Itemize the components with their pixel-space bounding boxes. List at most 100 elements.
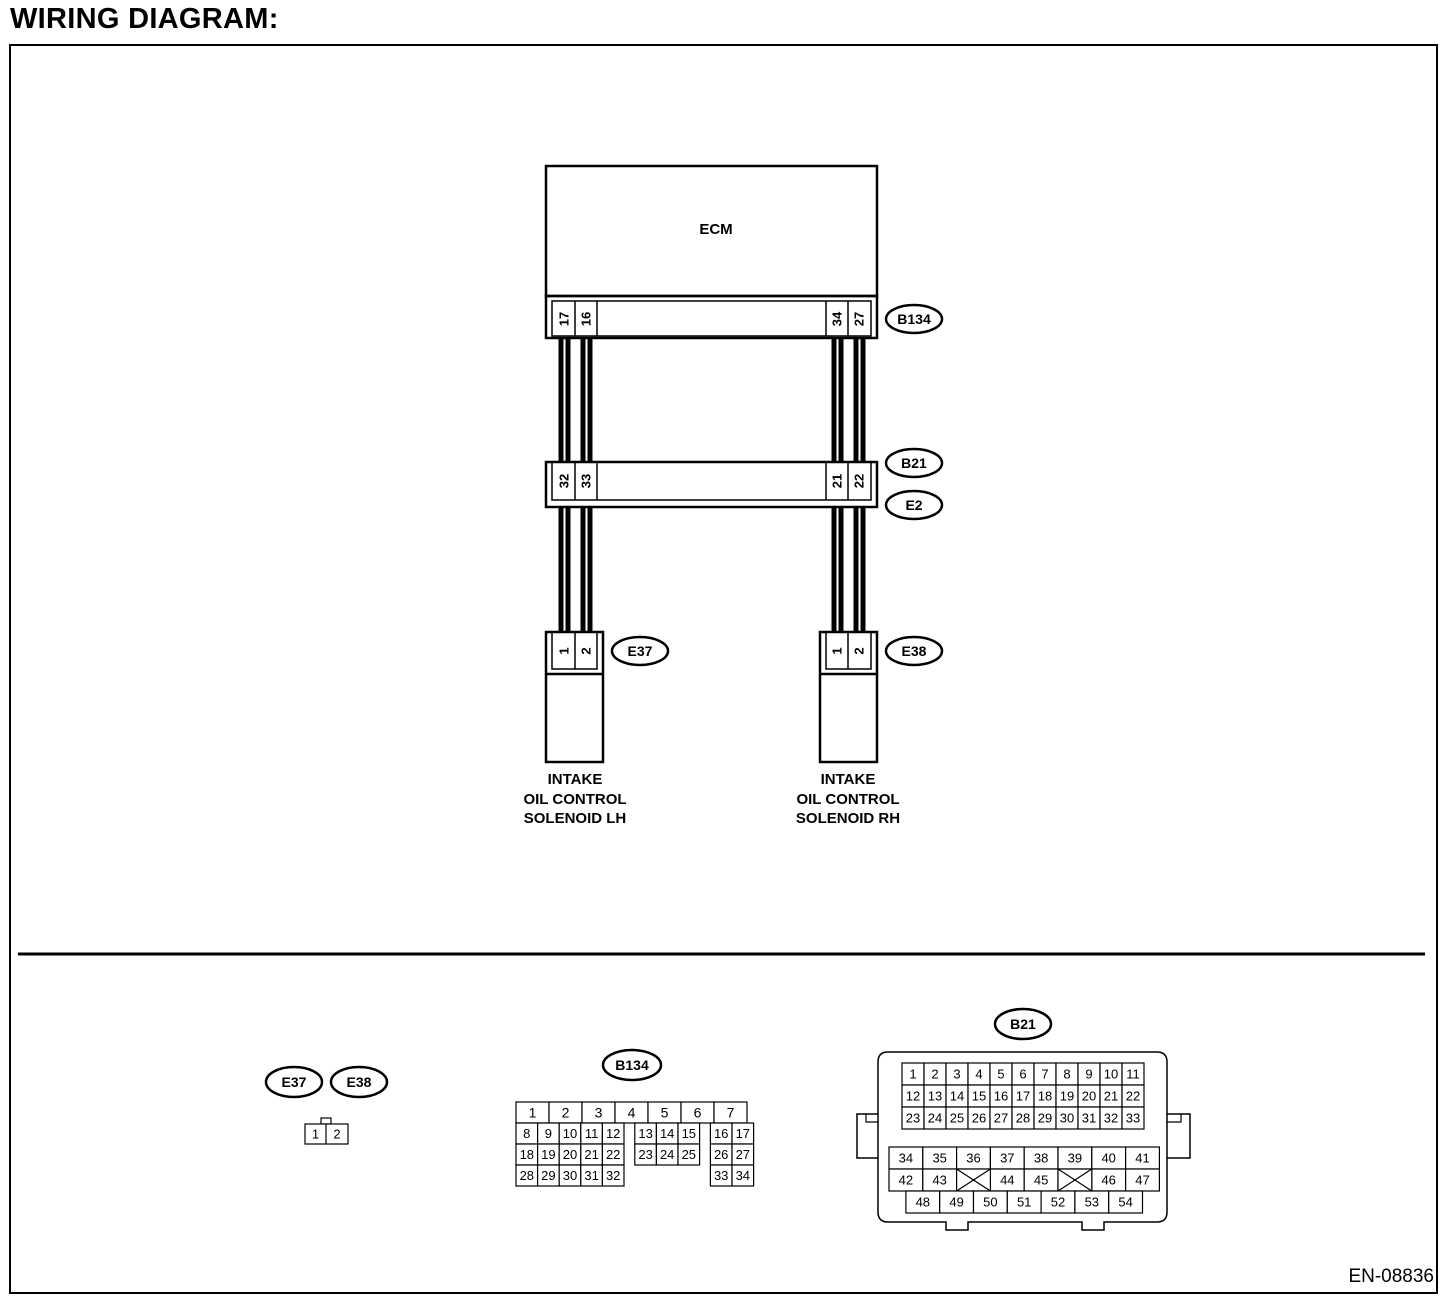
pin-number: 31 [584, 1168, 598, 1183]
solenoid-lh-label: SOLENOID LH [524, 810, 627, 827]
pin-number: 16 [994, 1089, 1008, 1104]
document-code: EN-08836 [1348, 1266, 1434, 1287]
solenoid-lh-pin: 2 [579, 647, 594, 654]
connector-tag-e38-view: E38 [329, 1065, 389, 1099]
pin-cell [1121, 1106, 1145, 1130]
pin-number: 1 [529, 1105, 537, 1121]
pin-number: 21 [584, 1147, 598, 1162]
pin-number: 25 [950, 1111, 964, 1126]
pin-number: 46 [1101, 1173, 1115, 1188]
pin-number: 10 [1104, 1067, 1118, 1082]
pin-number: 19 [1060, 1089, 1074, 1104]
pin-number: 17 [736, 1126, 750, 1141]
ecm-pin: 27 [852, 312, 867, 326]
pin-number: 3 [953, 1067, 960, 1082]
svg-text:E37: E37 [628, 643, 653, 659]
svg-text:E38: E38 [902, 643, 927, 659]
pin-number: 17 [1016, 1089, 1030, 1104]
svg-text:E38: E38 [347, 1074, 372, 1090]
pin-number: 22 [606, 1147, 620, 1162]
pin-number: 2 [562, 1105, 570, 1121]
pin-number: 30 [1060, 1111, 1074, 1126]
unused-pin-mark [956, 1168, 991, 1192]
connector-tag-e38: E38 [884, 635, 944, 667]
pin-number: 8 [1063, 1067, 1070, 1082]
pin-number: 9 [545, 1126, 552, 1141]
pin-cell [1108, 1190, 1144, 1214]
pin-number: 27 [736, 1147, 750, 1162]
solenoid-rh-pin: 1 [830, 647, 845, 654]
pin-number: 24 [660, 1147, 674, 1162]
pin-number: 52 [1051, 1195, 1065, 1210]
pin-number: 2 [931, 1067, 938, 1082]
pin-number: 29 [541, 1168, 555, 1183]
pin-number: 16 [714, 1126, 728, 1141]
solenoid-lh-pin: 1 [557, 647, 572, 654]
e37-e38-view-pin: 1 [312, 1127, 319, 1142]
pin-number: 9 [1085, 1067, 1092, 1082]
solenoid-lh-label: INTAKE [548, 771, 603, 788]
joint-pin: 33 [579, 474, 594, 488]
pin-number: 13 [928, 1089, 942, 1104]
pin-number: 4 [975, 1067, 982, 1082]
pin-number: 29 [1038, 1111, 1052, 1126]
pin-number: 26 [972, 1111, 986, 1126]
pin-number: 39 [1068, 1151, 1082, 1166]
ecm-unit: ECM [544, 164, 879, 298]
pin-number: 26 [714, 1147, 728, 1162]
pin-number: 14 [950, 1089, 964, 1104]
e37-e38-view-pin: 2 [333, 1127, 340, 1142]
pin-number: 25 [682, 1147, 696, 1162]
pin-number: 3 [595, 1105, 603, 1121]
connector-tag-e37: E37 [610, 635, 670, 667]
pin-number: 6 [694, 1105, 702, 1121]
pin-number: 12 [606, 1126, 620, 1141]
pin-number: 32 [606, 1168, 620, 1183]
pin-cell [677, 1143, 701, 1166]
pin-number: 53 [1085, 1195, 1099, 1210]
pin-number: 15 [972, 1089, 986, 1104]
pin-cell [731, 1164, 755, 1187]
connector-tag-b21-view: B21 [993, 1007, 1053, 1041]
pin-number: 38 [1034, 1151, 1048, 1166]
pin-number: 19 [541, 1147, 555, 1162]
ecm-label: ECM [699, 221, 732, 238]
pin-number: 27 [994, 1111, 1008, 1126]
svg-text:E37: E37 [282, 1074, 307, 1090]
pin-number: 7 [727, 1105, 735, 1121]
pin-number: 13 [638, 1126, 652, 1141]
pin-number: 20 [1082, 1089, 1096, 1104]
pin-number: 44 [1000, 1173, 1014, 1188]
pin-number: 1 [909, 1067, 916, 1082]
pin-number: 14 [660, 1126, 674, 1141]
pin-number: 41 [1135, 1151, 1149, 1166]
pin-number: 23 [906, 1111, 920, 1126]
pin-number: 18 [1038, 1089, 1052, 1104]
pin-number: 33 [714, 1168, 728, 1183]
ecm-pin: 34 [830, 311, 845, 326]
solenoid-lh: 1 2 INTAKE OIL CONTROL SOLENOID LH [523, 630, 627, 827]
pin-number: 50 [983, 1195, 997, 1210]
pin-number: 42 [899, 1173, 913, 1188]
svg-text:E2: E2 [905, 497, 922, 513]
solenoid-rh-label: OIL CONTROL [796, 791, 899, 808]
svg-text:B21: B21 [1010, 1016, 1036, 1032]
pin-number: 54 [1118, 1195, 1132, 1210]
ecm-pin: 17 [557, 312, 572, 326]
pin-number: 30 [563, 1168, 577, 1183]
pin-number: 36 [966, 1151, 980, 1166]
connector-tag-e37-view: E37 [264, 1065, 324, 1099]
joint-pin: 22 [852, 474, 867, 488]
pin-number: 48 [916, 1195, 930, 1210]
joint-pin: 21 [830, 474, 845, 488]
connector-tag-b134-view: B134 [601, 1048, 663, 1082]
diagram-frame [9, 44, 1438, 1294]
pin-number: 35 [932, 1151, 946, 1166]
pin-number: 51 [1017, 1195, 1031, 1210]
solenoid-rh-pin: 2 [852, 647, 867, 654]
pin-number: 49 [949, 1195, 963, 1210]
